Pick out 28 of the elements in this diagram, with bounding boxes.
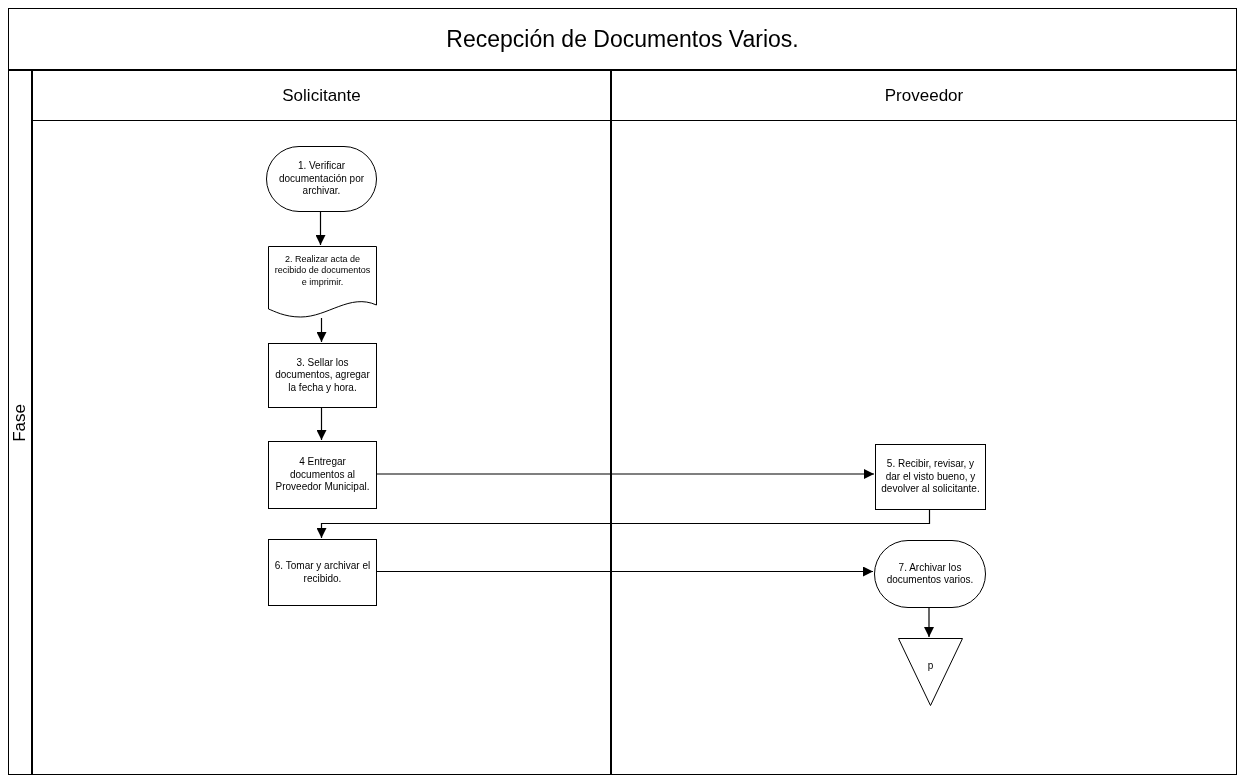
process-box <box>268 441 377 509</box>
arrow <box>316 508 931 539</box>
step-text: 6. Tomar y archivar el recibido. <box>273 560 372 585</box>
swimlane <box>32 70 611 775</box>
lane-header: Solicitante <box>282 84 361 107</box>
arrow <box>924 606 934 638</box>
step-text: 7. Archivar los documentos varios. <box>885 561 975 587</box>
connector-label: p <box>926 660 935 673</box>
arrow <box>316 406 327 441</box>
arrow <box>315 210 326 246</box>
step-text: 3. Sellar los documentos, agregar la fecha y hora. <box>274 356 371 395</box>
arrow <box>316 317 327 343</box>
step-text: 5. Recibir, revisar, y dar el visto bueno, y devolver al solicitante. <box>880 458 981 496</box>
offpage-connector <box>898 638 963 706</box>
phase-label: Fase <box>9 403 31 442</box>
process-box <box>268 343 377 408</box>
lane-header: Proveedor <box>884 84 964 107</box>
arrow <box>375 469 875 479</box>
step-text: 1. Verificar documentación por archivar. <box>277 160 366 198</box>
process-box <box>875 444 986 510</box>
document-shape <box>268 246 377 319</box>
diagram-title: Recepción de Documentos Varios. <box>446 24 799 54</box>
phase-band <box>8 70 32 775</box>
step-text: 2. Realizar acta de recibido de documentos e imprimir. <box>273 254 372 288</box>
process-box <box>268 539 377 606</box>
swimlane <box>611 70 1237 775</box>
arrow <box>375 566 874 577</box>
step-text: 4 Entregar documentos al Proveedor Municipal. <box>274 456 371 494</box>
